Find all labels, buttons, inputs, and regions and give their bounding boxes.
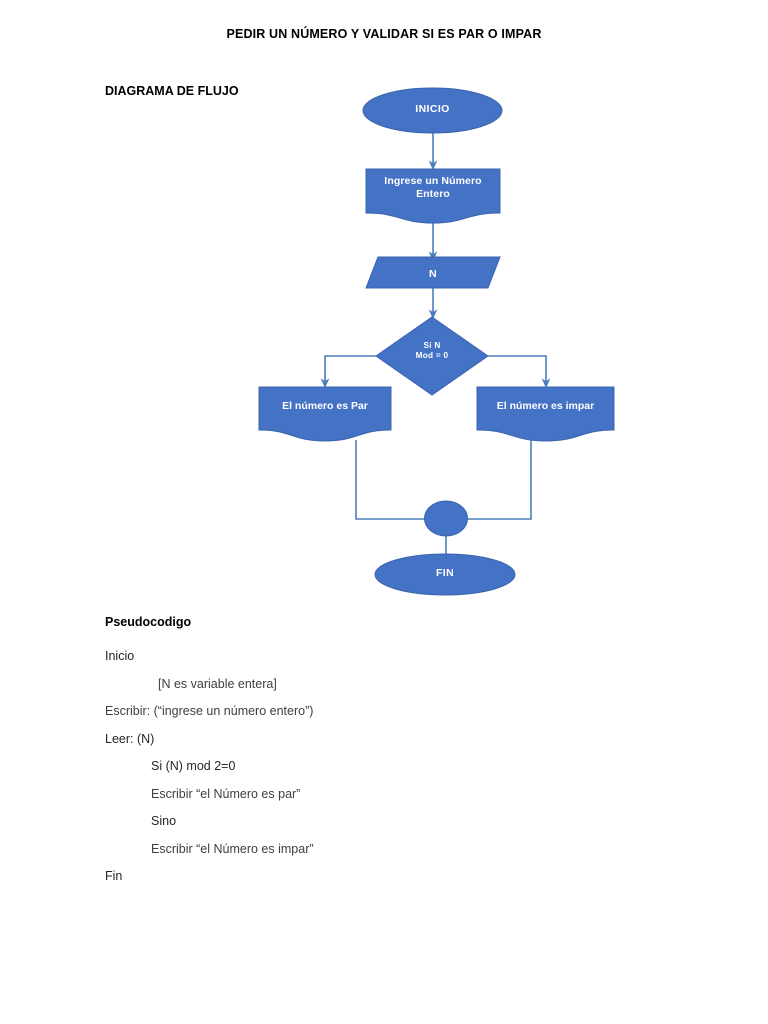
pseudocode-line: Escribir “el Número es par” [151, 786, 301, 801]
flowchart: INICIO Ingrese un Número Entero N Si N M… [258, 87, 615, 596]
pseudocode-line: Si (N) mod 2=0 [151, 759, 236, 773]
node-numero-impar[interactable] [476, 386, 615, 442]
pseudocode-heading: Pseudocodigo [105, 615, 192, 629]
node-inicio[interactable] [362, 87, 503, 134]
pseudocode-line: Fin [105, 869, 123, 883]
pseudocode-line: [N es variable entera] [158, 676, 277, 691]
flowchart-canvas [258, 87, 615, 596]
node-decision[interactable] [375, 316, 489, 396]
edge-decision-to-par [320, 355, 376, 389]
pseudocode-line: Escribir: (“ingrese un número entero”) [105, 704, 314, 718]
pseudocode-line: Sino [151, 814, 177, 828]
pseudocode-line: Inicio [105, 649, 135, 663]
page-title: PEDIR UN NÚMERO Y VALIDAR SI ES PAR O IM… [226, 27, 542, 41]
pseudocode-line: Escribir “el Número es impar” [151, 841, 314, 856]
node-fin[interactable] [374, 553, 516, 596]
node-n[interactable] [365, 256, 501, 289]
node-ingrese-numero[interactable] [365, 168, 501, 224]
flowchart-connectors [320, 133, 551, 556]
flowchart-heading: DIAGRAMA DE FLUJO [105, 84, 239, 98]
pseudocode-block: Inicio [N es variable entera] Escribir: (“… [105, 643, 665, 891]
node-merge-connector[interactable] [424, 500, 468, 537]
edge-par-to-merge [355, 440, 446, 520]
edge-decision-to-impar [488, 355, 551, 389]
pseudocode-line: Leer: (N) [105, 731, 155, 746]
edge-impar-to-merge [446, 436, 532, 520]
node-numero-par[interactable] [258, 386, 392, 442]
